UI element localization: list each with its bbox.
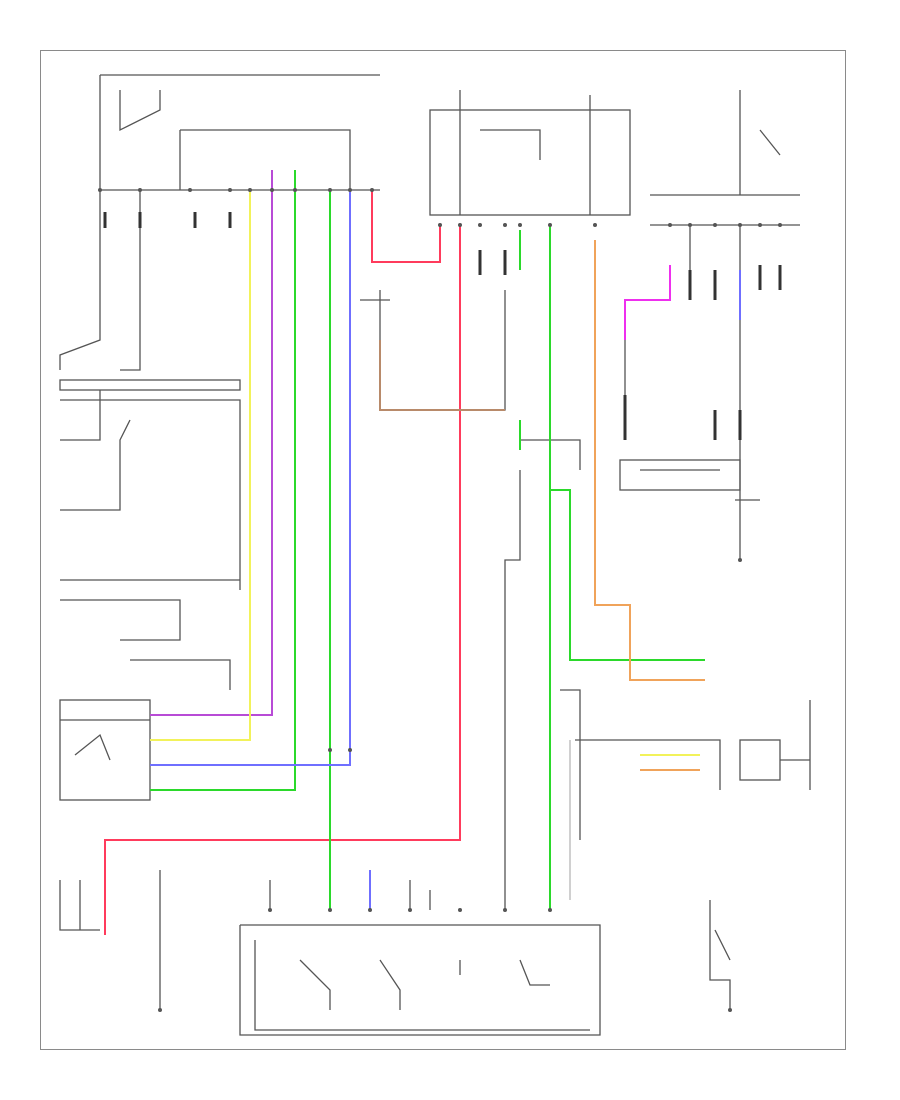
orange-wire xyxy=(594,240,705,771)
brown-wire xyxy=(379,340,505,411)
diagram-border xyxy=(40,50,846,1050)
blue-wires xyxy=(150,190,741,910)
connector-stubs xyxy=(103,212,782,440)
red-wire xyxy=(104,190,461,935)
green-wires xyxy=(150,170,705,910)
terminals xyxy=(98,188,782,1012)
ground-and-black-circuits xyxy=(59,74,811,1036)
violet-wire xyxy=(150,170,273,716)
yellow-wire xyxy=(150,190,700,756)
magenta-wire xyxy=(624,265,671,340)
